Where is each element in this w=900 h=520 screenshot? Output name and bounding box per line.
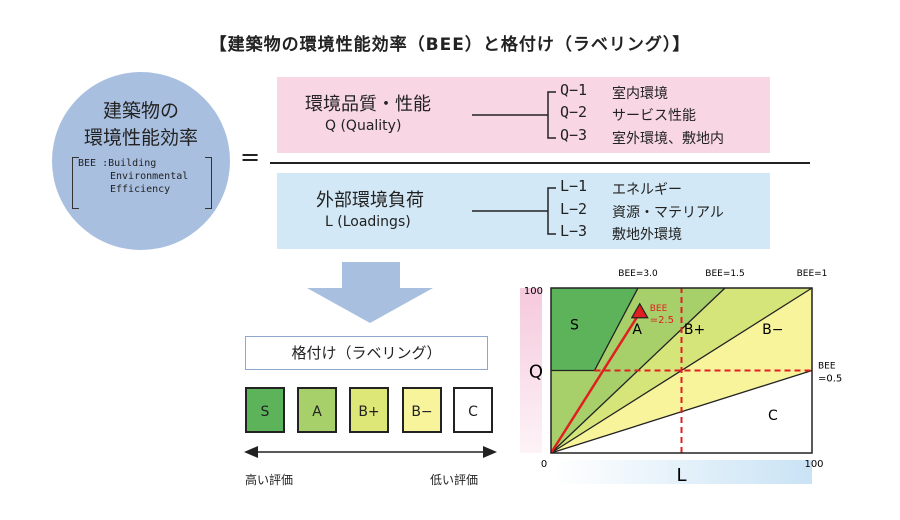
bee-line-label: BEE (818, 362, 836, 372)
rank-a: A (297, 387, 337, 433)
evaluation-double-arrow (244, 446, 497, 458)
quality-item-label: 室外環境、敷地内 (612, 131, 724, 147)
loadings-item-code: L−1 (560, 177, 588, 195)
rank-b-minus: B− (402, 387, 442, 433)
bee-note-line3: Efficiency (110, 184, 171, 195)
example-label-value: =2.5 (650, 315, 674, 326)
bee-line-label: BEE=1 (797, 269, 828, 279)
loadings-item-label: 資源・マテリアル (612, 205, 724, 221)
quality-item-label: 室内環境 (612, 86, 668, 102)
example-point-triangle-icon (630, 302, 649, 319)
down-arrow-icon (307, 262, 433, 323)
equals-sign: = (240, 143, 261, 171)
rating-title-box: 格付け（ラベリング） (245, 336, 488, 370)
quality-connector (472, 91, 556, 139)
quality-item-label: サービス性能 (612, 108, 696, 124)
loadings-connector (472, 187, 556, 235)
loadings-item-code: L−3 (560, 222, 588, 240)
example-label: BEE (650, 304, 668, 314)
bee-circle-line2: 環境性能効率 (83, 127, 198, 149)
l-axis-gradient (553, 460, 812, 484)
loadings-item-label: 敷地外環境 (612, 227, 682, 243)
region-label: B+ (684, 322, 705, 338)
region-label: C (768, 408, 778, 424)
bee-circle-line1: 建築物の (102, 100, 179, 122)
fraction-line (270, 162, 810, 164)
quality-subtitle: Q (Quality) (325, 118, 402, 134)
example-arrow (549, 312, 641, 454)
bee-line-label-value: =0.5 (818, 374, 842, 385)
y-axis-label: Q (529, 362, 543, 383)
rank-s: S (245, 387, 285, 433)
low-evaluation-label: 低い評価 (430, 473, 479, 487)
x-axis-label: L (676, 465, 686, 486)
bee-line-label: BEE=3.0 (618, 269, 658, 279)
rank-b-plus: B+ (349, 387, 389, 433)
region-s (551, 288, 638, 371)
q-axis-gradient (520, 288, 542, 453)
bracket-left (72, 157, 79, 209)
quality-item-code: Q−2 (560, 103, 588, 121)
page-title: 【建築物の環境性能効率（BEE）と格付け（ラベリング）】 (209, 35, 691, 55)
loadings-item-code: L−2 (560, 200, 588, 218)
bee-note: BEE :Building Environmental Efficiency (72, 157, 212, 209)
bee-note-line1: BEE :Building (78, 158, 157, 169)
loadings-item-label: エネルギー (612, 182, 682, 198)
rank-c: C (453, 387, 493, 433)
y-tick-label: 100 (524, 286, 543, 297)
loadings-subtitle: L (Loadings) (325, 214, 411, 230)
bee-line-label: BEE=1.5 (705, 269, 744, 279)
high-evaluation-label: 高い評価 (245, 473, 294, 487)
bracket-right (205, 157, 212, 209)
quality-title: 環境品質・性能 (305, 94, 431, 115)
quality-item-code: Q−1 (560, 81, 588, 99)
region-label: S (570, 317, 579, 333)
region-label: B− (762, 322, 783, 338)
x-tick-label: 100 (804, 459, 823, 470)
plot-frame (550, 287, 813, 454)
bee-note-line2: Environmental (110, 171, 189, 182)
loadings-title: 外部環境負荷 (316, 190, 424, 211)
quality-item-code: Q−3 (560, 126, 588, 144)
x-tick-label: 0 (541, 459, 547, 470)
bee-circle (52, 72, 230, 250)
region-label: A (632, 322, 642, 338)
